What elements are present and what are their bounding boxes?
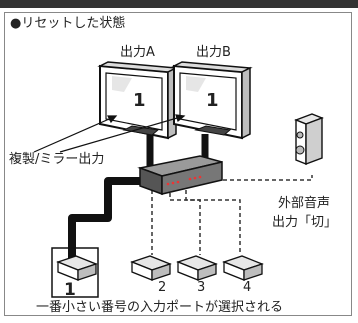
diagram-frame xyxy=(4,12,352,316)
source-devices xyxy=(51,247,264,298)
monitor-a xyxy=(97,61,179,140)
source-label-1: 1 xyxy=(64,280,76,300)
mirror-output-label: 複製/ミラー出力 xyxy=(9,152,105,167)
monitor-b xyxy=(171,61,253,140)
external-audio-line2: 出力「切」 xyxy=(272,215,338,230)
cable-source-1 xyxy=(68,177,140,258)
inactive-cables xyxy=(151,175,313,255)
mirror-arrows xyxy=(33,114,186,153)
switcher-box xyxy=(137,155,223,196)
state-title: ●リセットした状態 xyxy=(10,16,125,32)
caption: 一番小さい番号の入力ポートが選択される xyxy=(36,300,284,315)
source-label-2: 2 xyxy=(158,280,167,295)
external-speaker xyxy=(294,113,324,166)
top-bar xyxy=(0,0,358,8)
bullet: ● xyxy=(10,16,22,31)
source-label-3: 3 xyxy=(197,280,206,295)
output-a-label: 出力A xyxy=(120,45,155,60)
state-title-text: リセットした状態 xyxy=(21,16,126,31)
source-label-4: 4 xyxy=(243,280,252,295)
screen-number-b: 1 xyxy=(206,90,219,111)
external-audio-line1: 外部音声 xyxy=(278,196,331,211)
output-b-label: 出力B xyxy=(196,45,231,60)
screen-number-a: 1 xyxy=(133,90,146,111)
